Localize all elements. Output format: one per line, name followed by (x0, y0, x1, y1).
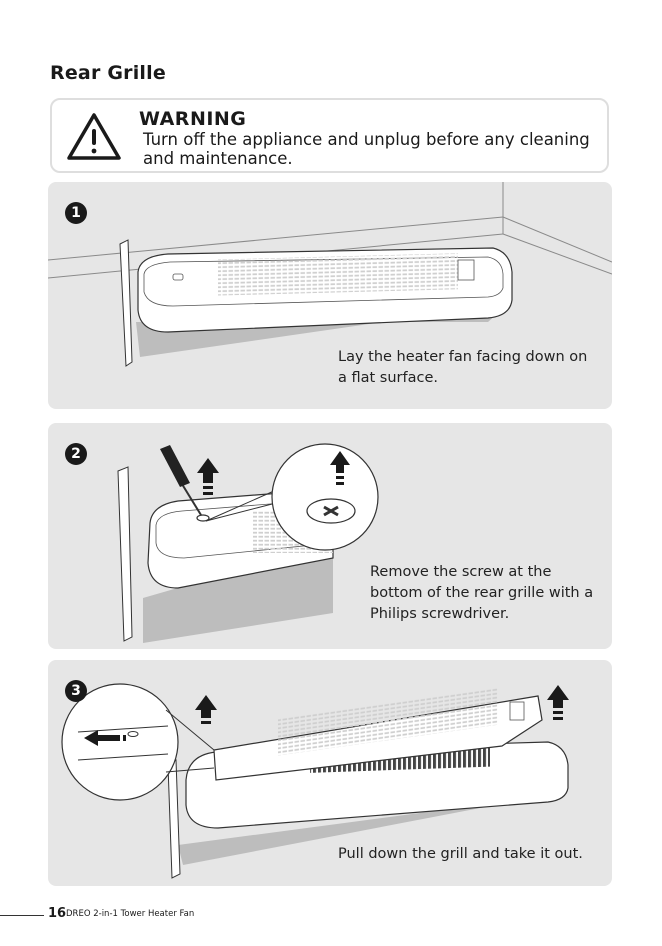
warning-box: WARNING Turn off the appliance and unplu… (50, 98, 609, 173)
step-3-panel: 3 Pull down the grill and take it out. (48, 660, 612, 886)
section-title: Rear Grille (50, 62, 166, 84)
step-1-caption: Lay the heater fan facing down on a flat… (338, 347, 598, 389)
warning-title: WARNING (139, 108, 246, 130)
footer-rule (0, 915, 44, 916)
step-2-caption: Remove the screw at the bottom of the re… (370, 562, 600, 625)
step-3-caption: Pull down the grill and take it out. (338, 844, 598, 865)
step-2-panel: 2 Remove the screw at the bottom of the … (48, 423, 612, 649)
warning-triangle-icon (66, 112, 122, 162)
step-1-panel: 1 Lay the heater fan facing down on a fl… (48, 182, 612, 409)
step-3-number: 3 (65, 680, 87, 702)
step-1-number: 1 (65, 202, 87, 224)
page-footer: 16 DREO 2-in-1 Tower Heater Fan (0, 906, 300, 924)
footer-product-name: DREO 2-in-1 Tower Heater Fan (66, 909, 194, 919)
step-2-number: 2 (65, 443, 87, 465)
warning-text: Turn off the appliance and unplug before… (143, 130, 603, 168)
page-number: 16 (48, 906, 66, 921)
